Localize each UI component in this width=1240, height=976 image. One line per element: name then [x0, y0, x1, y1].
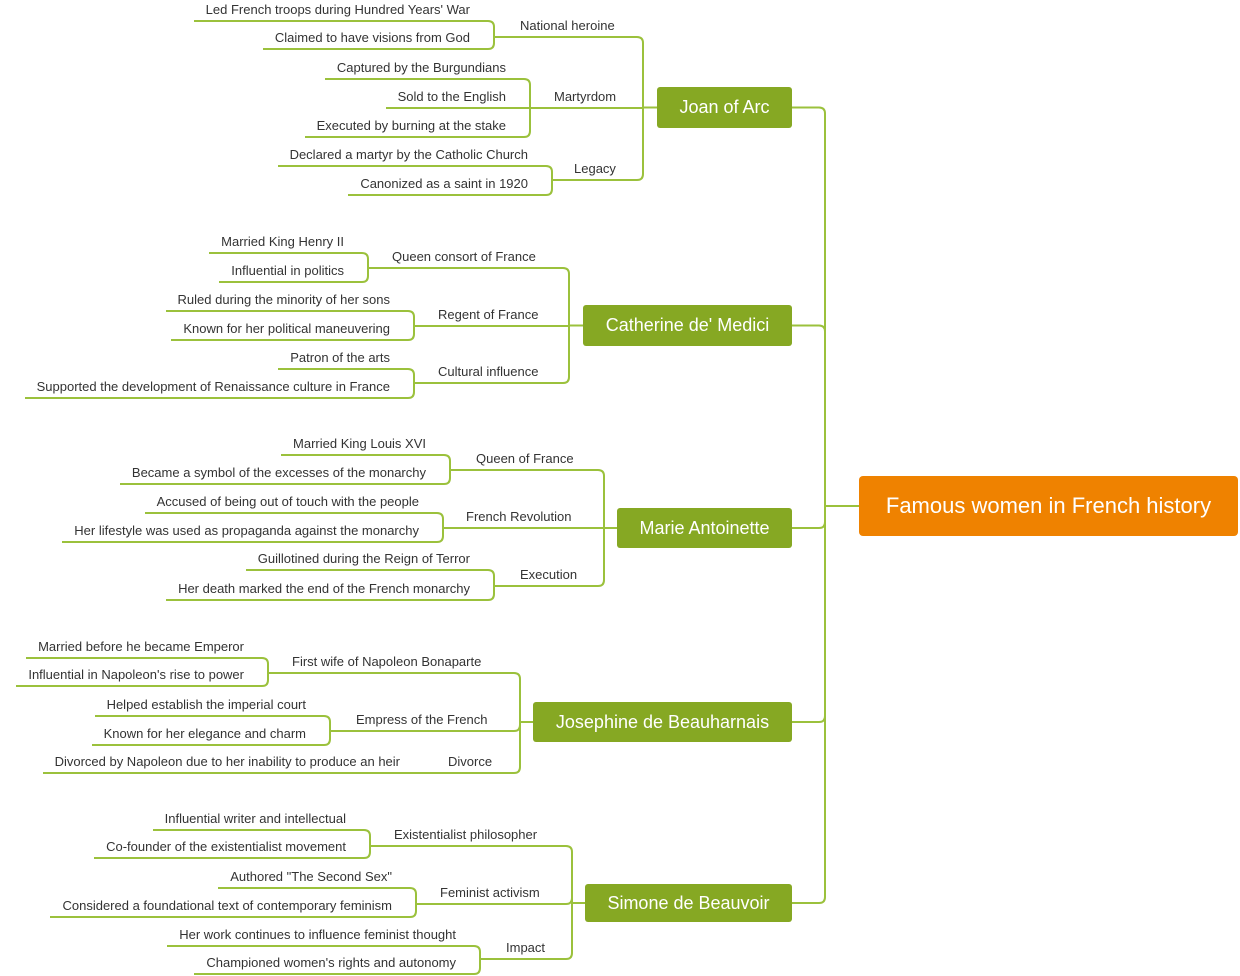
topic-connector — [792, 324, 826, 506]
leaf-label[interactable]: Married King Louis XVI — [293, 436, 426, 451]
leaf-label[interactable]: Considered a foundational text of contem… — [62, 898, 392, 913]
leaf-connector — [26, 657, 269, 673]
subtopic-label[interactable]: Divorce — [448, 754, 493, 769]
leaf-label[interactable]: Championed women's rights and autonomy — [206, 955, 456, 970]
topic-node[interactable]: Simone de Beauvoir — [585, 884, 792, 922]
leaf-connector — [325, 78, 531, 108]
leaf-label[interactable]: Guillotined during the Reign of Terror — [257, 551, 470, 566]
leaf-label[interactable]: Canonized as a saint in 1920 — [360, 176, 528, 191]
topic-node[interactable]: Catherine de' Medici — [583, 305, 792, 346]
leaf-connector — [219, 268, 369, 283]
subtopic-connector — [370, 845, 573, 903]
leaf-label[interactable]: Supported the development of Renaissance… — [36, 379, 390, 394]
leaf-label[interactable]: Her lifestyle was used as propaganda aga… — [74, 523, 419, 538]
leaf-connector — [194, 20, 495, 37]
leaf-label[interactable]: Influential in politics — [231, 263, 344, 278]
subtopic-label[interactable]: Execution — [520, 567, 578, 582]
subtopic-label[interactable]: Impact — [506, 940, 546, 955]
leaf-label[interactable]: Known for her elegance and charm — [103, 726, 306, 741]
subtopic-connector — [414, 325, 570, 384]
leaf-label[interactable]: Helped establish the imperial court — [106, 697, 306, 712]
leaf-connector — [209, 252, 369, 268]
subtopic-label[interactable]: Legacy — [574, 161, 616, 176]
leaf-label[interactable]: Influential writer and intellectual — [164, 811, 346, 826]
leaf-connector — [171, 326, 415, 341]
subtopic-label[interactable]: Queen consort of France — [392, 249, 536, 264]
root-topic[interactable]: Famous women in French history — [859, 476, 1238, 536]
topic-connector — [792, 106, 826, 506]
leaf-label[interactable]: Her work continues to influence feminist… — [179, 927, 456, 942]
leaf-label[interactable]: Sold to the English — [397, 89, 506, 104]
leaf-connector — [94, 846, 371, 859]
leaf-connector — [278, 368, 415, 383]
subtopic-connector — [494, 528, 605, 587]
topic-node[interactable]: Marie Antoinette — [617, 508, 792, 548]
leaf-label[interactable]: Divorced by Napoleon due to her inabilit… — [54, 754, 400, 769]
leaf-label[interactable]: Influential in Napoleon's rise to power — [28, 667, 244, 682]
leaf-connector — [120, 470, 451, 485]
subtopic-label[interactable]: Queen of France — [476, 451, 574, 466]
subtopic-label[interactable]: Feminist activism — [440, 885, 540, 900]
leaf-connector — [167, 945, 481, 959]
subtopic-label[interactable]: Existentialist philosopher — [394, 827, 538, 842]
subtopic-connector — [268, 672, 521, 722]
subtopic-label[interactable]: National heroine — [520, 18, 615, 33]
subtopic-connector — [368, 267, 570, 326]
leaf-label[interactable]: Accused of being out of touch with the p… — [156, 494, 419, 509]
leaf-label[interactable]: Became a symbol of the excesses of the m… — [131, 465, 426, 480]
topic-connector — [792, 506, 826, 529]
leaf-connector — [194, 959, 481, 975]
leaf-connector — [25, 383, 415, 399]
subtopic-label[interactable]: Empress of the French — [356, 712, 488, 727]
subtopic-label[interactable]: First wife of Napoleon Bonaparte — [292, 654, 482, 669]
leaf-label[interactable]: Declared a martyr by the Catholic Church — [289, 147, 528, 162]
leaf-label[interactable]: Married King Henry II — [221, 234, 344, 249]
subtopic-connector — [480, 903, 573, 960]
topic-node[interactable]: Josephine de Beauharnais — [533, 702, 792, 742]
leaf-label[interactable]: Co-founder of the existentialist movemen… — [106, 839, 346, 854]
topic-connector — [792, 506, 826, 723]
leaf-connector — [281, 454, 451, 470]
leaf-connector — [263, 37, 495, 50]
leaf-connector — [62, 528, 444, 543]
subtopic-label[interactable]: Martyrdom — [554, 89, 617, 104]
leaf-label[interactable]: Led French troops during Hundred Years' … — [205, 2, 470, 17]
leaf-label[interactable]: Known for her political maneuvering — [183, 321, 390, 336]
leaf-label[interactable]: Married before he became Emperor — [38, 639, 244, 654]
subtopic-connector — [450, 469, 605, 528]
leaf-connector — [145, 512, 444, 528]
leaf-label[interactable]: Her death marked the end of the French m… — [178, 581, 470, 596]
leaf-connector — [218, 887, 417, 904]
leaf-connector — [246, 569, 495, 586]
leaf-connector — [166, 586, 495, 601]
subtopic-label[interactable]: Cultural influence — [438, 364, 539, 379]
leaf-connector — [95, 715, 331, 731]
subtopic-connector — [416, 897, 573, 905]
leaf-connector — [305, 108, 531, 138]
subtopic-connector — [424, 722, 521, 774]
leaf-label[interactable]: Executed by burning at the stake — [316, 118, 506, 133]
leaf-connector — [16, 673, 269, 687]
topic-node[interactable]: Joan of Arc — [657, 87, 792, 128]
leaf-connector — [153, 829, 371, 846]
leaf-label[interactable]: Ruled during the minority of her sons — [177, 292, 390, 307]
leaf-connector — [92, 731, 331, 746]
leaf-label[interactable]: Captured by the Burgundians — [336, 60, 506, 75]
subtopic-connector — [494, 36, 644, 108]
leaf-label[interactable]: Authored "The Second Sex" — [230, 869, 392, 884]
subtopic-connector — [552, 107, 644, 181]
leaf-connector — [278, 165, 553, 180]
leaf-connector — [166, 310, 415, 326]
leaf-label[interactable]: Patron of the arts — [290, 350, 390, 365]
leaf-connector — [348, 180, 553, 196]
leaf-label[interactable]: Claimed to have visions from God — [274, 30, 470, 45]
subtopic-label[interactable]: French Revolution — [466, 509, 572, 524]
leaf-connector — [50, 904, 417, 918]
subtopic-label[interactable]: Regent of France — [438, 307, 539, 322]
topic-connector — [792, 506, 826, 904]
